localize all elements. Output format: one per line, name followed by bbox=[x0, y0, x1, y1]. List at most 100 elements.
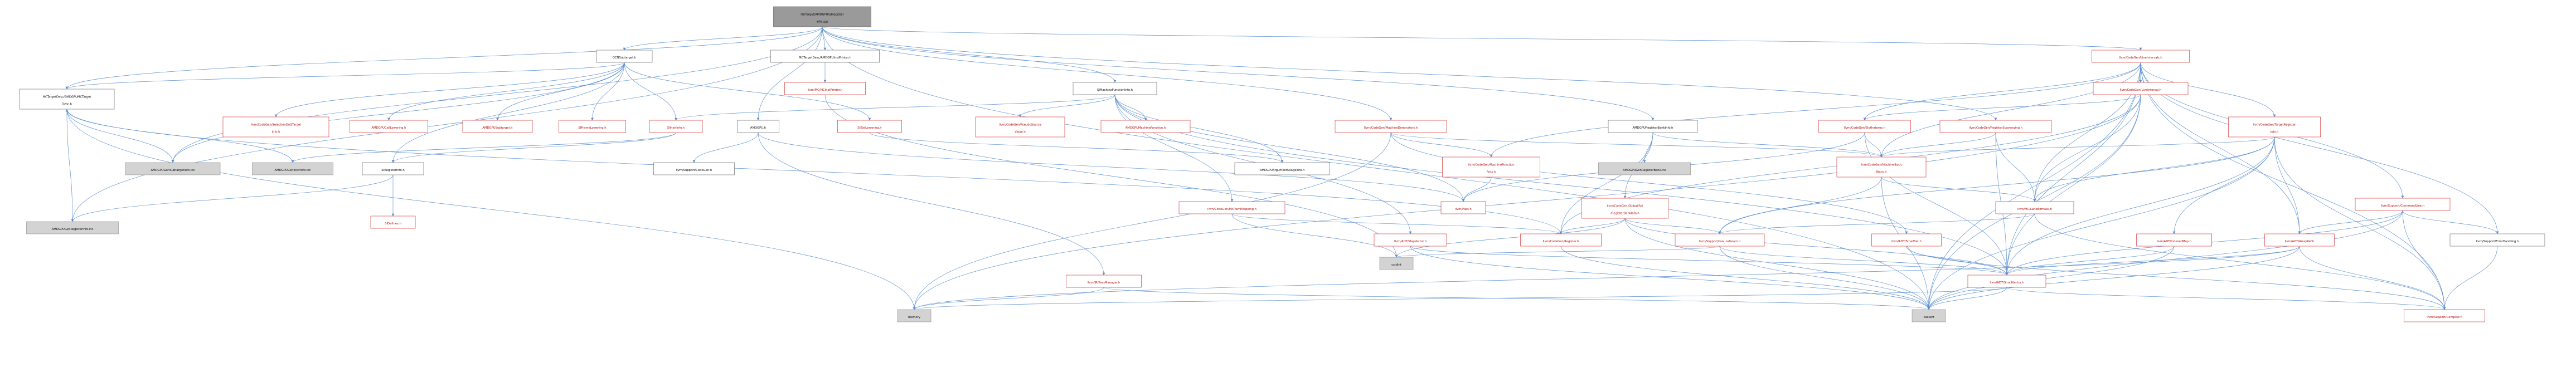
node-label: llvm/CodeGen/SlotIndexes.h bbox=[1844, 126, 1885, 130]
node-rbinfo[interactable]: AMDGPURegisterBankInfo.h bbox=[1608, 120, 1698, 133]
node-mapvec[interactable]: llvm/ADT/MapVector.h bbox=[1374, 233, 1447, 247]
node-label: AMDGPUGenInstrInfo.inc bbox=[275, 169, 311, 172]
node-liveint[interactable]: llvm/CodeGen/LiveInterval.h bbox=[2093, 82, 2189, 95]
node-livei[interactable]: llvm/CodeGen/LiveIntervals.h bbox=[2092, 50, 2190, 63]
nodes-layer: lib/Target/AMDGPU/SIRegisterInfo.cppMCTa… bbox=[19, 6, 2545, 322]
node-box bbox=[559, 120, 626, 133]
node-pass[interactable]: llvm/Pass.h bbox=[1440, 201, 1486, 214]
edge-amdgpuh-to-codegenh bbox=[692, 132, 759, 163]
node-genrbank[interactable]: AMDGPUGenRegisterBank.inc bbox=[1598, 162, 1691, 175]
edge-cmdline-to-errh bbox=[2402, 210, 2499, 234]
node-sidefs[interactable]: SIDefines.h bbox=[370, 216, 416, 229]
node-calllow[interactable]: AMDGPUCallLowering.h bbox=[350, 120, 428, 133]
node-cstdint[interactable]: cstdint bbox=[1379, 257, 1414, 270]
node-isel[interactable]: SIISelLowering.h bbox=[837, 120, 902, 133]
edge-mbb-to-lanebm bbox=[1881, 177, 2036, 202]
node-box bbox=[773, 6, 871, 27]
node-rbinfo2[interactable]: llvm/CodeGen/GlobalISel/RegisterBankInfo… bbox=[1582, 198, 1668, 219]
edge-mdom-to-smallset bbox=[1390, 132, 1908, 234]
node-arrayref[interactable]: llvm/ADT/ArrayRef.h bbox=[2264, 233, 2335, 247]
node-amdgpuh[interactable]: AMDGPU.h bbox=[737, 120, 779, 133]
node-simfi[interactable]: SIMachineFunctionInfo.h bbox=[1073, 82, 1157, 95]
node-root[interactable]: lib/Target/AMDGPU/SIRegisterInfo.cpp bbox=[773, 6, 871, 27]
node-sireg[interactable]: SIRegisterInfo.h bbox=[362, 162, 424, 175]
node-rawos[interactable]: llvm/Support/raw_ostream.h bbox=[1675, 233, 1765, 247]
edge-simfi-to-mfunc bbox=[1114, 94, 1147, 121]
node-label: llvm/CodeGen/PseudoSource bbox=[999, 124, 1041, 127]
node-cmdline[interactable]: llvm/Support/CommandLine.h bbox=[2355, 198, 2451, 211]
edge-idxmap-to-cassert bbox=[1927, 246, 2175, 310]
node-memory[interactable]: memory bbox=[897, 309, 932, 322]
edge-rbinfo-to-register bbox=[1559, 132, 1653, 234]
edge-root-to-amdgpuh bbox=[756, 26, 823, 121]
node-cassert[interactable]: cassert bbox=[1912, 309, 1946, 322]
node-label: llvm/CodeGen/TargetRegister bbox=[2253, 124, 2296, 127]
edge-livei-to-tri bbox=[2140, 62, 2276, 117]
edge-gcn-to-calllow bbox=[387, 62, 625, 121]
edge-cmdline-to-arrayref bbox=[2298, 210, 2403, 234]
node-box bbox=[1967, 275, 2046, 288]
node-subtgt[interactable]: AMDGPUSubtarget.h bbox=[462, 120, 533, 133]
node-mdom[interactable]: llvm/CodeGen/MachineDominators.h bbox=[1335, 120, 1447, 133]
edge-passmgr-to-memory bbox=[913, 287, 1104, 310]
node-mcinstp[interactable]: llvm/MC/MCInstPrinter.h bbox=[784, 82, 866, 95]
node-box bbox=[1374, 233, 1447, 247]
edge-mirymal-to-register bbox=[1231, 213, 1563, 234]
node-frame[interactable]: SIFrameLowering.h bbox=[559, 120, 626, 133]
node-lanebm[interactable]: llvm/MC/LaneBitmask.h bbox=[1995, 201, 2074, 214]
node-gcn[interactable]: GCNSubtarget.h bbox=[596, 50, 653, 63]
node-smallset[interactable]: llvm/ADT/SmallSet.h bbox=[1871, 233, 1942, 247]
edge-smallvec-to-memory bbox=[913, 287, 2007, 310]
edge-mdom-to-mfpass bbox=[1390, 132, 1493, 158]
node-box bbox=[1442, 156, 1540, 178]
node-box bbox=[2092, 50, 2190, 63]
node-slotidx[interactable]: llvm/CodeGen/SlotIndexes.h bbox=[1818, 120, 1911, 133]
node-label: SIFrameLowering.h bbox=[578, 126, 606, 130]
node-codegenh[interactable]: llvm/Support/CodeGen.h bbox=[653, 162, 735, 175]
node-box bbox=[897, 309, 932, 322]
node-mirymal[interactable]: llvm/CodeGen/MIRYamlMapping.h bbox=[1178, 201, 1285, 214]
node-mfunc[interactable]: AMDGPUMachineFunction.h bbox=[1100, 120, 1191, 133]
edge-rawos-to-cassert bbox=[1719, 246, 1930, 310]
node-passmgr[interactable]: llvm/IR/PassManager.h bbox=[1066, 275, 1142, 288]
node-gensub[interactable]: AMDGPUGenSubtargetInfo.inc bbox=[125, 162, 221, 175]
node-box bbox=[1675, 233, 1765, 247]
node-smallvec[interactable]: llvm/ADT/SmallVector.h bbox=[1967, 275, 2046, 288]
node-compiler[interactable]: llvm/Support/Compiler.h bbox=[2404, 309, 2485, 322]
edge-mcdesc-to-gensub bbox=[66, 109, 174, 163]
node-printer[interactable]: MCTargetDesc/AMDGPUInstPrinter.h bbox=[770, 50, 880, 63]
node-box bbox=[2355, 198, 2451, 211]
edge-scav-to-lanebm bbox=[1995, 132, 2036, 202]
node-scav[interactable]: llvm/CodeGen/RegisterScavenging.h bbox=[1939, 120, 2052, 133]
node-instinfo[interactable]: SIInstrInfo.h bbox=[649, 120, 703, 133]
edge-mbb-to-rawos bbox=[1718, 177, 1882, 234]
node-label: llvm/CodeGen/LiveIntervals.h bbox=[2119, 56, 2162, 60]
node-label: Info.h bbox=[2271, 131, 2279, 134]
edge-idxmap-to-smallvec bbox=[2005, 246, 2175, 276]
node-geninstr[interactable]: AMDGPUGenInstrInfo.inc bbox=[252, 162, 333, 175]
node-label: MCTargetDesc/AMDGPUInstPrinter.h bbox=[799, 56, 851, 60]
node-label: llvm/Support/ErrorHandling.h bbox=[2476, 240, 2519, 243]
node-idxmap[interactable]: llvm/ADT/IndexedMap.h bbox=[2136, 233, 2212, 247]
edge-smallvec-to-compiler bbox=[2006, 287, 2446, 310]
node-label: llvm/ADT/ArrayRef.h bbox=[2285, 240, 2315, 243]
edge-mirymal-to-cstdint bbox=[1231, 213, 1398, 258]
edge-mcdesc-to-memory bbox=[66, 109, 916, 310]
edge-mcdesc-to-genreg bbox=[66, 109, 74, 222]
node-genreg[interactable]: AMDGPUGenRegisterInfo.inc bbox=[26, 221, 119, 234]
edge-root-to-rbinfo bbox=[822, 26, 1655, 121]
node-label: Pass.h bbox=[1487, 171, 1496, 174]
node-argusage[interactable]: AMDGPUArgumentUsageInfo.h bbox=[1234, 162, 1330, 175]
node-register[interactable]: llvm/CodeGen/Register.h bbox=[1520, 233, 1602, 247]
edge-rbinfo2-to-cassert bbox=[1624, 218, 1930, 310]
node-label: AMDGPURegisterBankInfo.h bbox=[1633, 126, 1673, 130]
node-box bbox=[1871, 233, 1942, 247]
node-errh[interactable]: llvm/Support/ErrorHandling.h bbox=[2449, 233, 2545, 247]
node-box bbox=[462, 120, 533, 133]
